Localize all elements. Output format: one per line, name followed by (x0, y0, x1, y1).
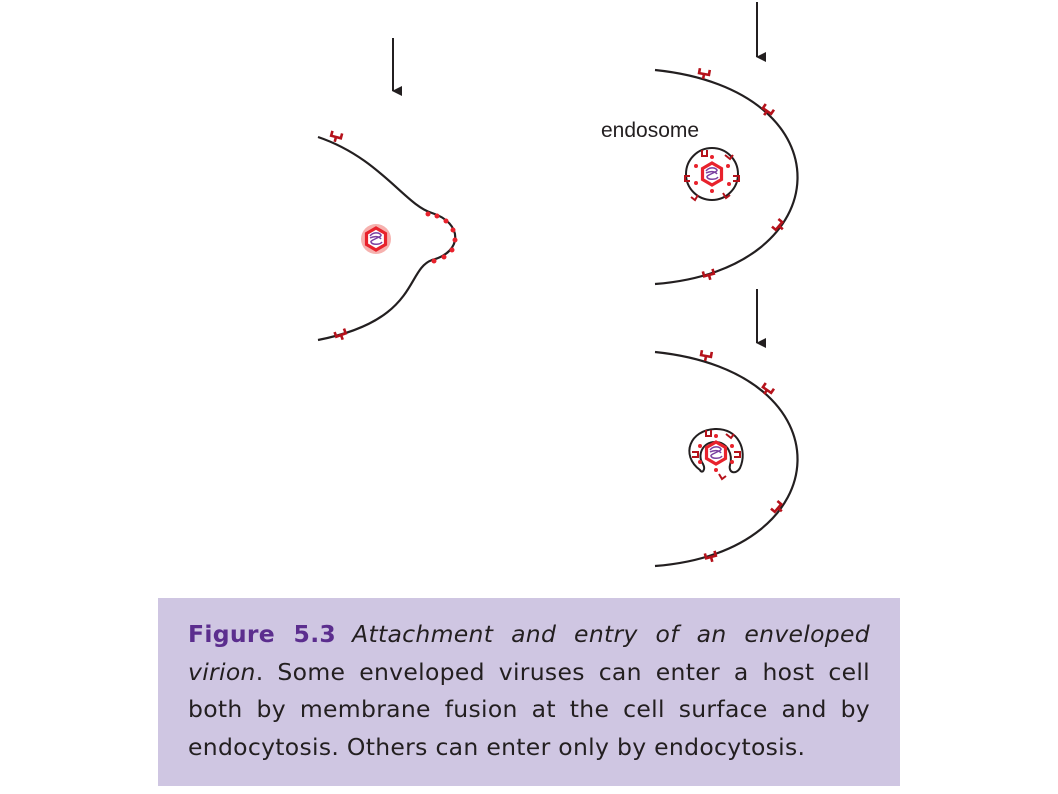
figure-title-end: . (255, 657, 264, 686)
spike-dots-icon (425, 211, 458, 264)
fusion-panel (317, 38, 458, 343)
spike-receptors-icon (684, 150, 740, 202)
spike-dots-icon (698, 434, 734, 472)
figure-caption-body: Some enveloped viruses can enter a host … (188, 657, 870, 761)
spike-dots-icon (694, 155, 731, 193)
cell-membrane-release (654, 350, 799, 568)
open-endosome-icon (688, 427, 744, 474)
endosome-label: endosome (601, 119, 699, 142)
endocytosis-panel: endosome (601, 2, 799, 286)
receptor-icon (703, 549, 719, 565)
virion-icon (704, 440, 728, 466)
figure-number: Figure 5.3 (188, 620, 337, 648)
endosome-release-panel (654, 289, 799, 568)
spike-receptors-icon (692, 430, 741, 481)
cell-membrane-endocytosis (654, 68, 799, 286)
receptor-icon (333, 327, 349, 343)
receptor-icon (758, 102, 776, 120)
virus-entry-diagram: endosome (317, 2, 799, 568)
virion-icon (364, 226, 388, 252)
receptor-icon (701, 267, 717, 283)
virion-icon (700, 161, 724, 187)
figure-title: Attachment and entry of an enveloped vir… (188, 620, 870, 686)
